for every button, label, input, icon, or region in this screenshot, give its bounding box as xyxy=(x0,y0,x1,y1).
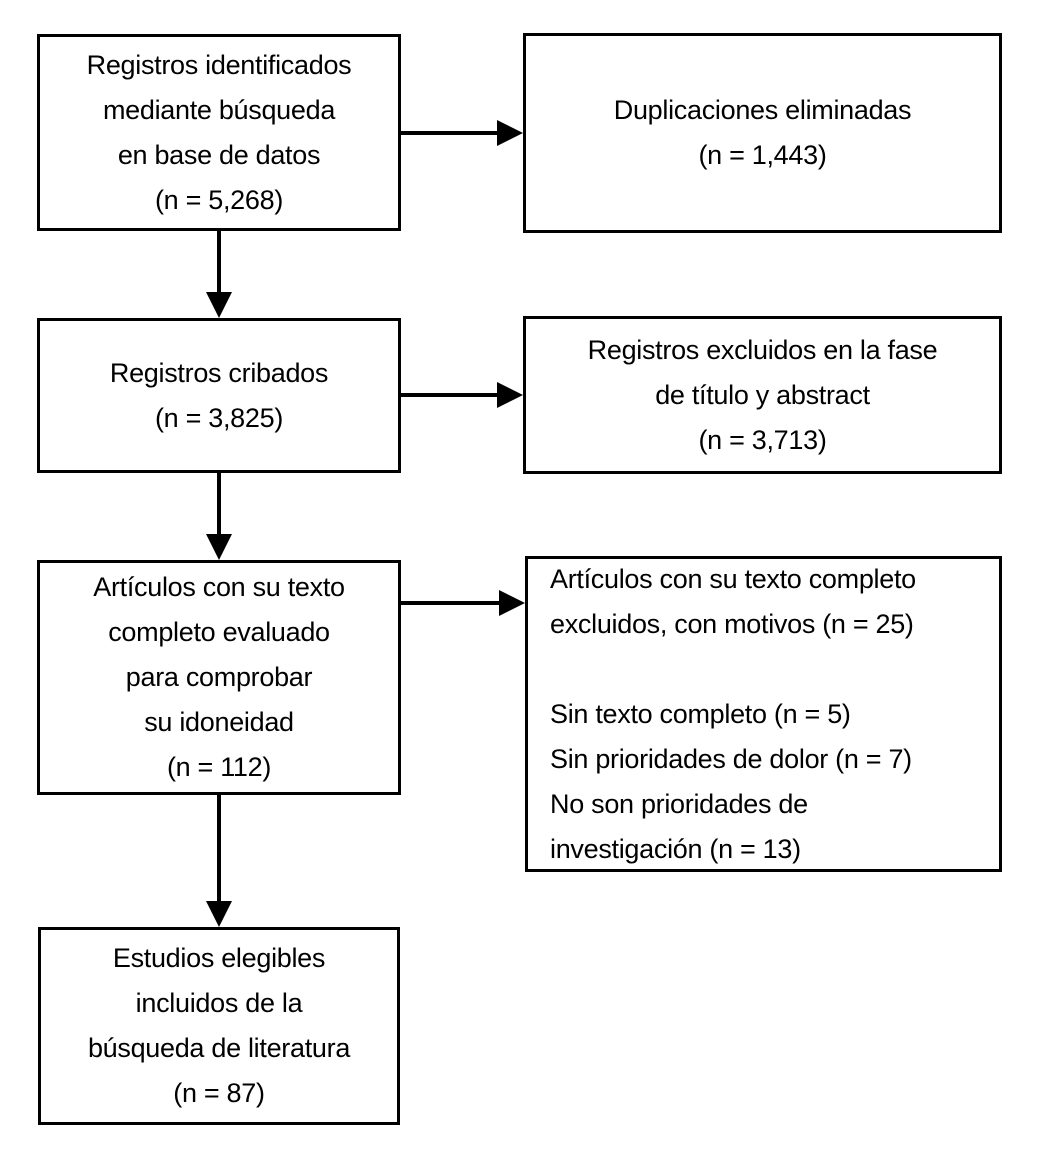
box-records-screened: Registros cribados (n = 3,825) xyxy=(37,318,401,473)
box-studies-included: Estudios elegibles incluidos de la búsqu… xyxy=(38,927,400,1125)
box-records-identified: Registros identificados mediante búsqued… xyxy=(37,34,401,231)
box-duplicates-removed: Duplicaciones eliminadas (n = 1,443) xyxy=(523,33,1002,233)
arrow-line xyxy=(401,393,498,397)
arrow-head-right-icon xyxy=(497,120,523,146)
arrow-head-right-icon xyxy=(497,382,523,408)
box-excluded-title-abstract: Registros excluidos en la fase de título… xyxy=(523,316,1002,474)
arrow-line xyxy=(401,601,500,605)
arrow-head-down-icon xyxy=(206,292,232,318)
arrow-head-down-icon xyxy=(206,534,232,560)
arrow-line xyxy=(217,795,221,902)
box-fulltext-assessed: Artículos con su texto completo evaluado… xyxy=(37,560,401,795)
arrow-line xyxy=(217,473,221,535)
box-fulltext-excluded: Artículos con su texto completo excluido… xyxy=(525,556,1002,872)
arrow-line xyxy=(217,231,221,293)
arrow-head-right-icon xyxy=(499,590,525,616)
arrow-head-down-icon xyxy=(206,901,232,927)
arrow-line xyxy=(401,131,498,135)
